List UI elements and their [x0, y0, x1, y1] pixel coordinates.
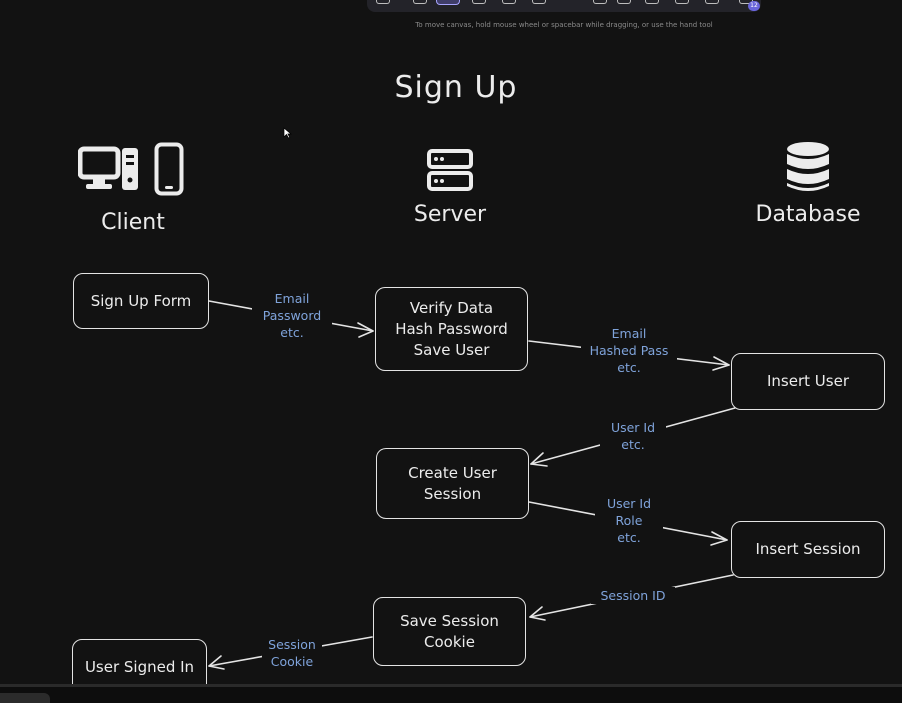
- column-label-client[interactable]: Client: [101, 210, 165, 235]
- database-icon[interactable]: [784, 140, 832, 194]
- node-insert-user[interactable]: Insert User: [731, 353, 885, 410]
- arrow-tool-icon[interactable]: [593, 0, 607, 4]
- mobile-phone-icon[interactable]: [154, 142, 184, 196]
- node-insert-session[interactable]: Insert Session: [731, 521, 885, 578]
- lock-tool-icon[interactable]: [413, 0, 427, 4]
- rectangle-tool-icon[interactable]: [376, 0, 390, 4]
- ellipse-tool-icon[interactable]: [532, 0, 546, 4]
- image-tool-icon[interactable]: [675, 0, 689, 4]
- text-tool-icon[interactable]: [645, 0, 659, 4]
- bottom-panel-tab[interactable]: [0, 693, 50, 703]
- node-sign-up-form[interactable]: Sign Up Form: [73, 273, 209, 329]
- bottom-divider: [0, 684, 902, 687]
- node-create-user-session[interactable]: Create User Session: [376, 448, 529, 519]
- server-icon[interactable]: [426, 148, 474, 192]
- column-label-database[interactable]: Database: [755, 202, 861, 227]
- edge-label-save-cookie-to-signed-in[interactable]: Session Cookie: [262, 636, 322, 670]
- edge-label-form-to-verify[interactable]: Email Password etc.: [252, 290, 332, 341]
- mouse-cursor-icon: [283, 127, 292, 139]
- edge-label-create-session-to-insert-session[interactable]: User Id Role etc.: [595, 495, 663, 546]
- edge-label-insert-session-to-save-cookie[interactable]: Session ID: [591, 587, 675, 604]
- edge-label-insert-user-to-create-session[interactable]: User Id etc.: [600, 419, 666, 453]
- line-tool-icon[interactable]: [617, 0, 631, 4]
- selection-tool-icon[interactable]: [472, 0, 486, 4]
- column-label-server[interactable]: Server: [413, 202, 487, 227]
- toolbar-badge: 12: [748, 1, 760, 11]
- canvas-hint: To move canvas, hold mouse wheel or spac…: [415, 21, 713, 29]
- toolbar: [367, 0, 761, 12]
- node-verify-data[interactable]: Verify Data Hash Password Save User: [375, 287, 528, 371]
- desktop-computer-icon[interactable]: [78, 146, 140, 192]
- diagram-title[interactable]: Sign Up: [394, 70, 518, 105]
- node-save-session-cookie[interactable]: Save Session Cookie: [373, 597, 526, 666]
- diamond-tool-icon[interactable]: [502, 0, 516, 4]
- hand-tool-icon[interactable]: [436, 0, 460, 5]
- bottom-bar: [0, 684, 902, 703]
- edge-label-verify-to-insert-user[interactable]: Email Hashed Pass etc.: [581, 325, 677, 376]
- eraser-tool-icon[interactable]: [705, 0, 719, 4]
